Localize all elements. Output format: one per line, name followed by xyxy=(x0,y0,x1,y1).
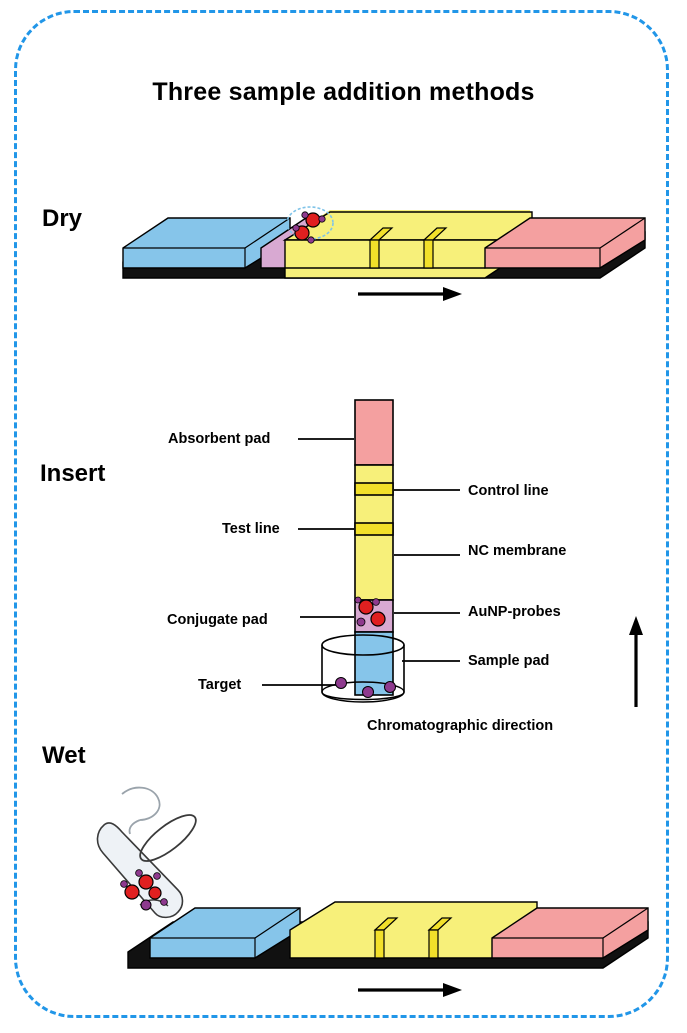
test-line-dry xyxy=(368,227,394,269)
flow-arrow-wet xyxy=(358,983,462,997)
sample-pad-dry xyxy=(122,217,291,269)
test-line-wet xyxy=(373,917,399,959)
figure-title: Three sample addition methods xyxy=(152,78,535,106)
nc-membrane-dry xyxy=(282,210,533,279)
panel-label-insert: Insert xyxy=(40,460,106,487)
insert-strip-illustration xyxy=(262,399,643,707)
callout-control-line: Control line xyxy=(468,483,549,499)
target-molecules-insert xyxy=(335,677,396,698)
callout-chromatographic-direction: Chromatographic direction xyxy=(367,718,554,734)
absorbent-pad-insert xyxy=(354,399,394,466)
control-line-dry xyxy=(422,227,448,269)
dry-strip-illustration xyxy=(122,206,646,301)
test-line-insert xyxy=(354,522,394,536)
flow-arrow-dry xyxy=(358,287,462,301)
callout-absorbent-pad: Absorbent pad xyxy=(168,431,271,447)
wet-strip-illustration xyxy=(96,786,649,997)
sample-cup xyxy=(321,634,405,703)
callout-nc-membrane: NC membrane xyxy=(468,543,567,559)
sample-tube xyxy=(96,786,197,919)
callout-leader-lines xyxy=(262,438,460,686)
dashed-border-frame xyxy=(14,10,669,1018)
callout-test-line: Test line xyxy=(222,521,280,537)
panel-label-wet: Wet xyxy=(42,742,86,769)
aunp-probes-dry xyxy=(286,206,334,244)
absorbent-pad-wet xyxy=(491,907,649,959)
callout-aunp-probes: AuNP-probes xyxy=(468,604,561,620)
control-line-insert xyxy=(354,482,394,496)
absorbent-pad-dry xyxy=(484,217,646,269)
callout-conjugate-pad: Conjugate pad xyxy=(167,612,268,628)
control-line-wet xyxy=(427,917,453,959)
panel-label-dry: Dry xyxy=(42,205,83,232)
chromatographic-direction-arrow xyxy=(629,616,643,707)
aunp-probes-insert xyxy=(354,596,386,627)
callout-sample-pad: Sample pad xyxy=(468,653,550,669)
callout-target: Target xyxy=(198,677,242,693)
